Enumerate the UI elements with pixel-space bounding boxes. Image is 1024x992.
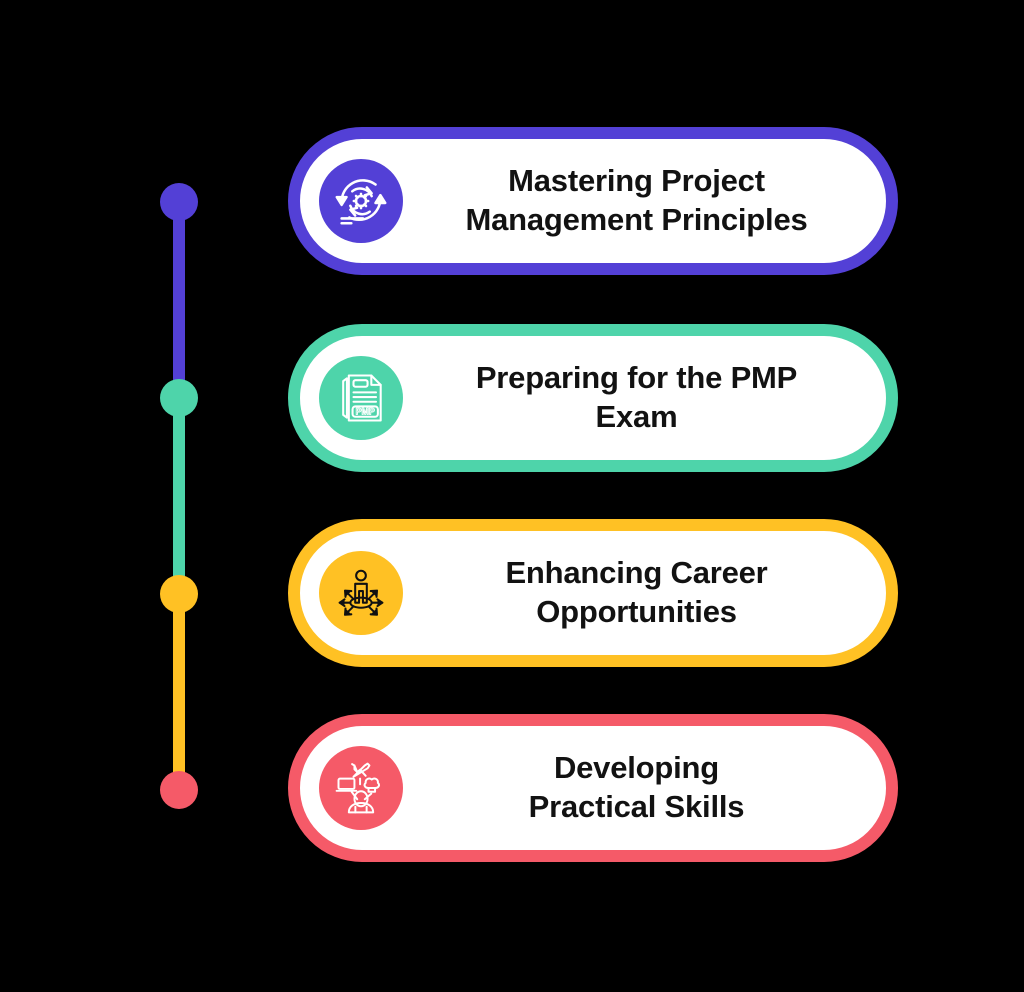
timeline-node-4[interactable] (160, 771, 198, 809)
step-card-3-label: Enhancing Career Opportunities (505, 555, 768, 629)
timeline-segment-1 (173, 202, 185, 402)
timeline-segment-2 (173, 402, 185, 598)
step-card-2-label: Preparing for the PMP Exam (475, 360, 798, 434)
timeline-node-2[interactable] (160, 379, 198, 417)
timeline-rail (160, 183, 198, 809)
timeline-segment-3 (173, 598, 185, 794)
pmp-document-icon: PMP (319, 356, 403, 440)
step-card-4-label: Developing Practical Skills (528, 750, 745, 824)
practical-skills-person-icon (319, 746, 403, 830)
step-card-4[interactable]: Developing Practical Skills (288, 714, 898, 862)
step-card-1-label: Mastering Project Management Principles (465, 163, 808, 237)
timeline-node-1[interactable] (160, 183, 198, 221)
step-card-1[interactable]: Mastering Project Management Principles (288, 127, 898, 275)
timeline-node-3[interactable] (160, 575, 198, 613)
svg-text:PMP: PMP (356, 407, 375, 417)
process-cycle-gear-icon (319, 159, 403, 243)
career-paths-person-icon (319, 551, 403, 635)
step-card-2[interactable]: PMP Preparing for the PMP Exam (288, 324, 898, 472)
step-card-3[interactable]: Enhancing Career Opportunities (288, 519, 898, 667)
